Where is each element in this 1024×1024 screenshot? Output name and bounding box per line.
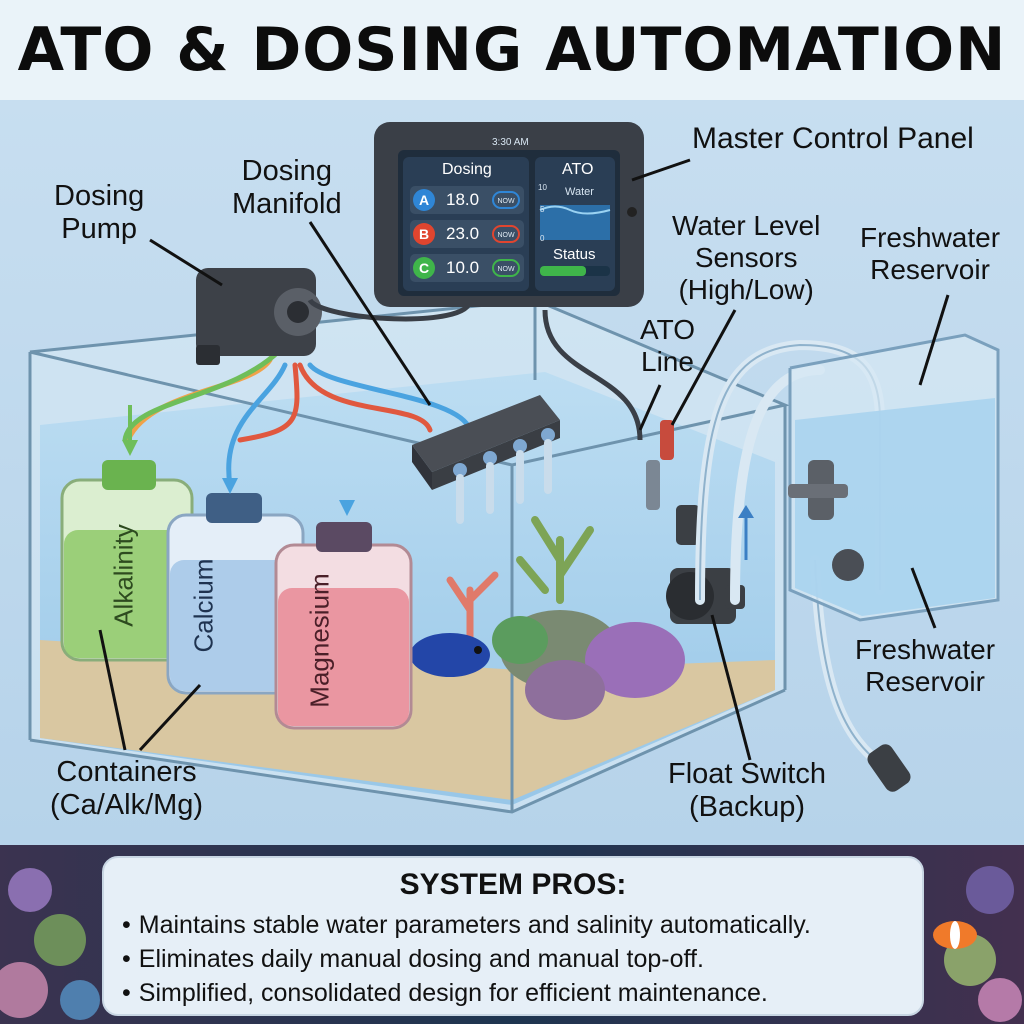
title-banner: ATO & DOSING AUTOMATION [0, 0, 1024, 100]
panel-channel-row: B 23.0 NOW [410, 220, 524, 248]
container-label-calcium: Calcium [188, 558, 219, 653]
live-rock [446, 516, 685, 720]
system-pros-heading: SYSTEM PROS: [399, 868, 627, 901]
manifold-outlets [456, 439, 552, 524]
ato-flow-arrow [738, 505, 754, 518]
leader-lines [98, 158, 950, 761]
channel-value: 23.0 [446, 224, 480, 243]
page-title: ATO & DOSING AUTOMATION [17, 15, 1007, 85]
reef-corals-right [933, 866, 1022, 1022]
panel-water-label: Water [565, 186, 594, 198]
system-pros-list: Maintains stable water parameters and sa… [122, 908, 904, 1010]
system-pros-item: Maintains stable water parameters and sa… [122, 908, 904, 942]
panel-dosing-header: Dosing [442, 161, 492, 178]
label-float-switch: Float Switch(Backup) [668, 758, 826, 824]
water-level-sensors [646, 420, 700, 545]
panel-axis-top: 10 [538, 183, 547, 192]
container-calcium [166, 493, 305, 695]
system-pros-item: Eliminates daily manual dosing and manua… [122, 942, 904, 976]
channel-now-badge[interactable]: NOW [492, 259, 520, 277]
panel-cables [307, 298, 643, 441]
panel-axis-mid: 5 [540, 205, 545, 214]
channel-letter-badge: C [413, 257, 435, 279]
panel-ato-header: ATO [562, 161, 594, 178]
label-master-control-panel: Master Control Panel [692, 122, 974, 155]
container-alkalinity [60, 460, 194, 662]
channel-now-badge[interactable]: NOW [492, 225, 520, 243]
container-label-alkalinity: Alkalinity [108, 524, 139, 627]
channel-now-badge[interactable]: NOW [492, 191, 520, 209]
channel-value: 18.0 [446, 190, 480, 209]
system-pros-box: SYSTEM PROS: Maintains stable water para… [102, 856, 924, 1016]
channel-value: 10.0 [446, 258, 480, 277]
panel-time: 3:30 AM [492, 137, 529, 148]
panel-axis-bottom: 0 [540, 234, 545, 243]
hose-end [867, 744, 911, 792]
channel-letter-badge: B [413, 223, 435, 245]
panel-channel-row: A 18.0 NOW [410, 186, 524, 214]
container-magnesium [274, 522, 413, 730]
container-label-magnesium: Magnesium [304, 573, 335, 708]
return-arrows [122, 405, 355, 516]
reef-corals-left [0, 868, 100, 1020]
dosing-pump [196, 268, 322, 365]
channel-letter-badge: A [413, 189, 435, 211]
panel-status-label: Status [553, 246, 596, 263]
system-pros-item: Simplified, consolidated design for effi… [122, 976, 904, 1010]
dosing-manifold [412, 395, 560, 490]
reservoir-valve [788, 460, 864, 581]
panel-channel-row: C 10.0 NOW [410, 254, 524, 282]
label-containers: Containers(Ca/Alk/Mg) [50, 756, 204, 822]
